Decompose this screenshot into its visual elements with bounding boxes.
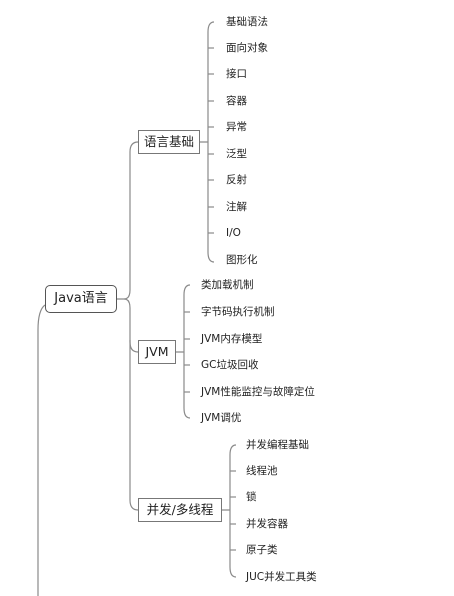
leaf-node[interactable]: 反射 bbox=[226, 174, 247, 186]
jvm-bracket-line bbox=[176, 284, 191, 419]
leaf-node[interactable]: JUC并发工具类 bbox=[246, 571, 317, 583]
jvm-leaf-ticks bbox=[184, 311, 190, 393]
leaf-node[interactable]: 异常 bbox=[226, 121, 247, 133]
leaf-node[interactable]: JVM内存模型 bbox=[201, 333, 263, 345]
leaf-node[interactable]: 注解 bbox=[226, 201, 247, 213]
branch-node-concurrency[interactable]: 并发/多线程 bbox=[138, 498, 222, 522]
leaf-node[interactable]: 图形化 bbox=[226, 254, 258, 266]
leaf-node[interactable]: 线程池 bbox=[246, 465, 278, 477]
leaf-node[interactable]: 接口 bbox=[226, 68, 247, 80]
lang-leaf-ticks bbox=[207, 47, 214, 234]
root-to-concurrency-line bbox=[129, 340, 139, 511]
leaf-node[interactable]: 原子类 bbox=[246, 544, 278, 556]
leaf-node[interactable]: I/O bbox=[226, 227, 241, 239]
leaf-node[interactable]: 并发容器 bbox=[246, 518, 288, 530]
leaf-node[interactable]: JVM性能监控与故障定位 bbox=[201, 386, 315, 398]
root-to-jvm-line bbox=[123, 298, 139, 353]
branch-node-jvm[interactable]: JVM bbox=[138, 340, 176, 364]
root-to-branches-line bbox=[117, 141, 139, 300]
leaf-node[interactable]: 泛型 bbox=[226, 148, 247, 160]
leaf-node[interactable]: GC垃圾回收 bbox=[201, 359, 259, 371]
leaf-node[interactable]: 锁 bbox=[246, 491, 257, 503]
lang-bracket-line bbox=[200, 21, 215, 263]
leaf-node[interactable]: 基础语法 bbox=[226, 16, 268, 28]
leaf-node[interactable]: 并发编程基础 bbox=[246, 439, 309, 451]
leaf-node[interactable]: 字节码执行机制 bbox=[201, 306, 275, 318]
leaf-node[interactable]: 面向对象 bbox=[226, 42, 268, 54]
concurrency-leaf-ticks bbox=[230, 470, 236, 551]
branch-node-language-basics[interactable]: 语言基础 bbox=[138, 130, 200, 154]
leaf-node[interactable]: 容器 bbox=[226, 95, 247, 107]
root-trunk-line bbox=[37, 304, 46, 596]
leaf-node[interactable]: 类加载机制 bbox=[201, 279, 254, 291]
leaf-node[interactable]: JVM调优 bbox=[201, 412, 242, 424]
root-node[interactable]: Java语言 bbox=[45, 285, 117, 313]
concurrency-bracket-line bbox=[222, 444, 237, 578]
